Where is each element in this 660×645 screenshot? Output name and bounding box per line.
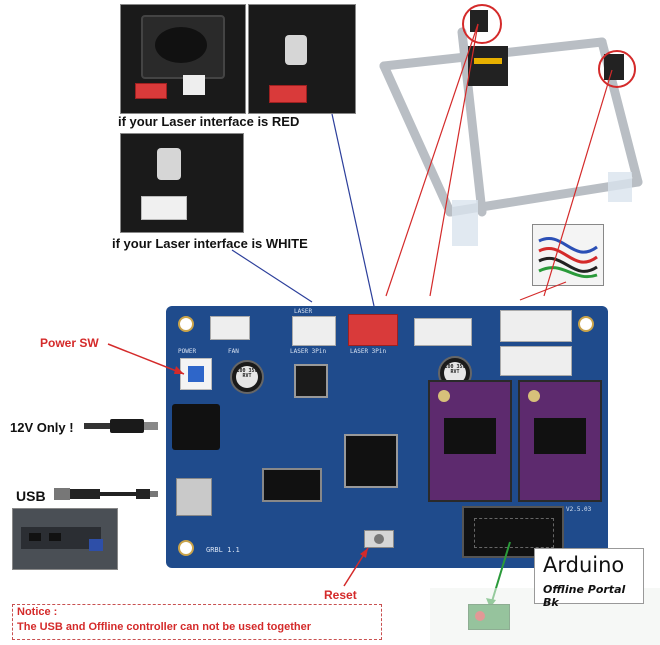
brand-watermark: Arduino Offline Portal Bk — [534, 548, 644, 609]
white-interface-caption: if your Laser interface is WHITE — [112, 236, 308, 251]
reset-label: Reset — [324, 588, 357, 602]
laser-white-connector — [292, 316, 336, 346]
dc-plug-icon — [84, 418, 164, 434]
reset-arrow — [343, 547, 369, 587]
silk-laser-3pin: LASER 3Pin — [290, 348, 327, 355]
white-connector — [141, 196, 187, 220]
silk-version: V2.5.03 — [566, 506, 592, 513]
stepper-highlight-left — [462, 4, 502, 44]
stepper-driver-2 — [518, 380, 602, 502]
stepper-connector-y — [500, 310, 572, 342]
stepper-highlight-right — [598, 50, 636, 88]
capacitor-marking: 100 35V RVT — [236, 368, 258, 379]
power-switch — [180, 358, 212, 390]
laptop-ports-photo — [12, 508, 118, 570]
driver-ic — [262, 468, 322, 502]
silk-laser-3pin-2: LASER 3Pin — [350, 348, 387, 355]
voltage-regulator — [294, 364, 328, 398]
twelve-volt-label: 12V Only ! — [10, 420, 74, 435]
mounting-hole — [178, 540, 194, 556]
mounting-hole — [578, 316, 594, 332]
red-interface-caption: if your Laser interface is RED — [118, 114, 300, 129]
red-connector — [135, 83, 167, 99]
dc-power-jack — [172, 404, 220, 450]
silk-power: POWER — [178, 348, 197, 355]
grbl-control-board: LASER LASER 3Pin LASER 3Pin POWER FAN 10… — [166, 306, 608, 568]
red-interface-photo-right — [248, 4, 356, 114]
microcontroller-chip — [344, 434, 398, 488]
power-sw-label: Power SW — [40, 336, 99, 350]
usb-mini-port — [176, 478, 212, 516]
stepper-driver-1 — [428, 380, 512, 502]
laser-red-connector — [348, 314, 398, 346]
brand-name: Arduino — [543, 553, 625, 577]
power-sw-arrow — [107, 343, 185, 375]
brand-subtitle: Offline Portal Bk — [543, 583, 626, 609]
stepper-connector-z — [500, 346, 572, 376]
silk-laser: LASER — [294, 308, 313, 315]
usb-label: USB — [16, 488, 46, 504]
capacitor-marking: 100 35V RVT — [444, 364, 466, 375]
white-interface-photo — [120, 133, 244, 233]
capacitor: 100 35V RVT — [230, 360, 264, 394]
stepper-connector-x — [414, 318, 472, 346]
offline-controller-header — [462, 506, 564, 558]
red-interface-photo-left — [120, 4, 246, 114]
notice-text: The USB and Offline controller can not b… — [17, 621, 311, 633]
notice-box: Notice : The USB and Offline controller … — [12, 604, 382, 640]
reset-button — [364, 530, 394, 548]
fan-connector — [210, 316, 250, 340]
red-connector-2 — [269, 85, 307, 103]
mounting-hole — [178, 316, 194, 332]
notice-title: Notice : — [17, 606, 58, 618]
cable-bundle-photo — [532, 224, 604, 286]
usb-cable-icon — [54, 486, 158, 502]
silk-fan: FAN — [228, 348, 239, 355]
silk-grbl: GRBL 1.1 — [206, 546, 240, 554]
